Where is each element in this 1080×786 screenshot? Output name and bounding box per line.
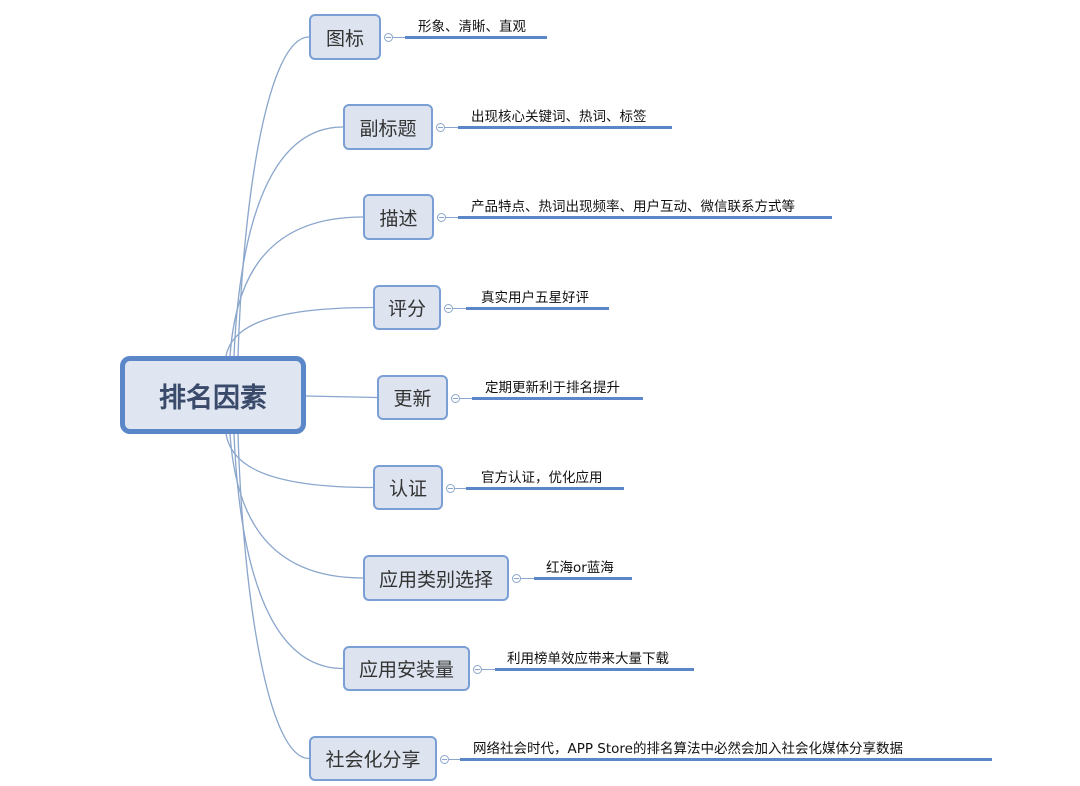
branch-detail-text: 官方认证，优化应用 bbox=[481, 470, 603, 486]
branch-node[interactable]: 副标题 bbox=[343, 104, 433, 150]
branch-link bbox=[237, 433, 310, 760]
branch-link bbox=[225, 306, 374, 357]
detail-underline bbox=[534, 577, 632, 580]
branch-node[interactable]: 描述 bbox=[363, 194, 434, 240]
branch-detail-text: 红海or蓝海 bbox=[546, 560, 614, 576]
branch-node[interactable]: 社会化分享 bbox=[309, 736, 437, 781]
detail-underline bbox=[460, 757, 992, 761]
detail-underline bbox=[466, 306, 609, 310]
branch-detail-text: 出现核心关键词、热词、标签 bbox=[471, 109, 647, 125]
collapse-toggle-icon[interactable] bbox=[451, 393, 460, 403]
collapse-toggle-icon[interactable] bbox=[512, 574, 521, 583]
collapse-toggle-icon[interactable] bbox=[446, 483, 455, 493]
branch-link bbox=[305, 395, 378, 399]
collapse-toggle-icon[interactable] bbox=[384, 33, 393, 42]
detail-underline bbox=[495, 667, 694, 671]
branch-link bbox=[237, 36, 310, 357]
root-node[interactable]: 排名因素 bbox=[120, 356, 306, 434]
detail-underline bbox=[466, 486, 624, 490]
branch-detail-text: 利用榜单效应带来大量下载 bbox=[507, 651, 669, 667]
branch-node[interactable]: 评分 bbox=[373, 285, 441, 330]
branch-detail-text: 网络社会时代，APP Store的排名算法中必然会加入社会化媒体分享数据 bbox=[473, 741, 903, 757]
branch-detail-text: 产品特点、热词出现频率、用户互动、微信联系方式等 bbox=[471, 199, 795, 215]
collapse-toggle-icon[interactable] bbox=[440, 754, 449, 764]
branch-link bbox=[229, 216, 364, 357]
branch-node[interactable]: 应用安装量 bbox=[343, 646, 470, 691]
branch-link bbox=[233, 126, 344, 357]
detail-underline bbox=[405, 36, 547, 39]
detail-underline bbox=[458, 126, 672, 129]
connector-line bbox=[455, 487, 466, 489]
branch-node[interactable]: 认证 bbox=[373, 465, 443, 510]
connector-line bbox=[449, 758, 460, 760]
collapse-toggle-icon[interactable] bbox=[436, 123, 445, 132]
branch-node[interactable]: 图标 bbox=[309, 14, 381, 60]
branch-node[interactable]: 应用类别选择 bbox=[363, 555, 509, 601]
detail-underline bbox=[458, 216, 832, 219]
branch-detail-text: 形象、清晰、直观 bbox=[418, 19, 526, 35]
detail-underline bbox=[472, 396, 643, 400]
connector-line bbox=[453, 307, 466, 309]
connector-line bbox=[445, 127, 458, 128]
connector-line bbox=[482, 668, 495, 670]
connector-line bbox=[521, 578, 534, 579]
branch-detail-text: 定期更新利于排名提升 bbox=[485, 380, 620, 396]
collapse-toggle-icon[interactable] bbox=[444, 303, 453, 313]
collapse-toggle-icon[interactable] bbox=[473, 664, 482, 674]
connector-line bbox=[460, 397, 472, 399]
branch-link bbox=[233, 433, 344, 670]
branch-link bbox=[225, 433, 374, 489]
connector-line bbox=[393, 37, 405, 38]
branch-link bbox=[229, 433, 364, 579]
branch-node[interactable]: 更新 bbox=[377, 375, 448, 420]
collapse-toggle-icon[interactable] bbox=[437, 213, 446, 222]
connector-line bbox=[446, 217, 458, 218]
branch-detail-text: 真实用户五星好评 bbox=[481, 290, 589, 306]
